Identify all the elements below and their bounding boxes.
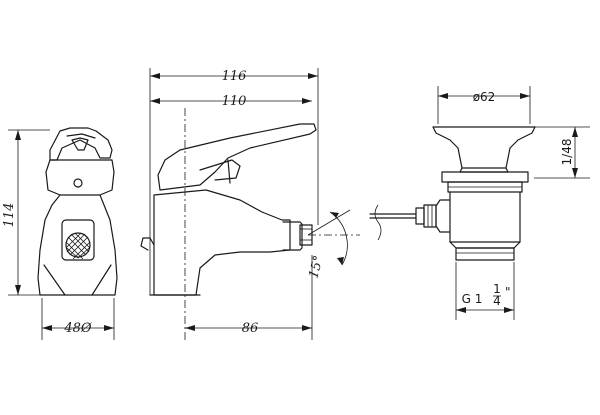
- side-view: 116 110 86 15°: [140, 68, 360, 340]
- thread-fraction-den: 4: [493, 294, 501, 308]
- waste-diameter-label: ø62: [473, 90, 496, 104]
- aerator-mesh: [65, 232, 91, 260]
- base-diameter-label: 48Ø: [63, 321, 92, 336]
- height-dimension-label: 114: [2, 203, 17, 228]
- waste-height-label: 1/48: [560, 139, 574, 166]
- front-view: 114 48Ø: [2, 127, 118, 340]
- spout-length-label: 110: [222, 94, 247, 109]
- spout-reach-label: 86: [242, 321, 259, 336]
- thread-unit: ": [505, 285, 511, 299]
- thread-fraction-num: 1: [493, 282, 501, 296]
- thread-label: G 1: [462, 292, 483, 306]
- angle-label: 15°: [306, 254, 326, 280]
- overall-length-label: 116: [222, 69, 247, 84]
- waste-view: ø62 1/48 G 1: [369, 86, 590, 320]
